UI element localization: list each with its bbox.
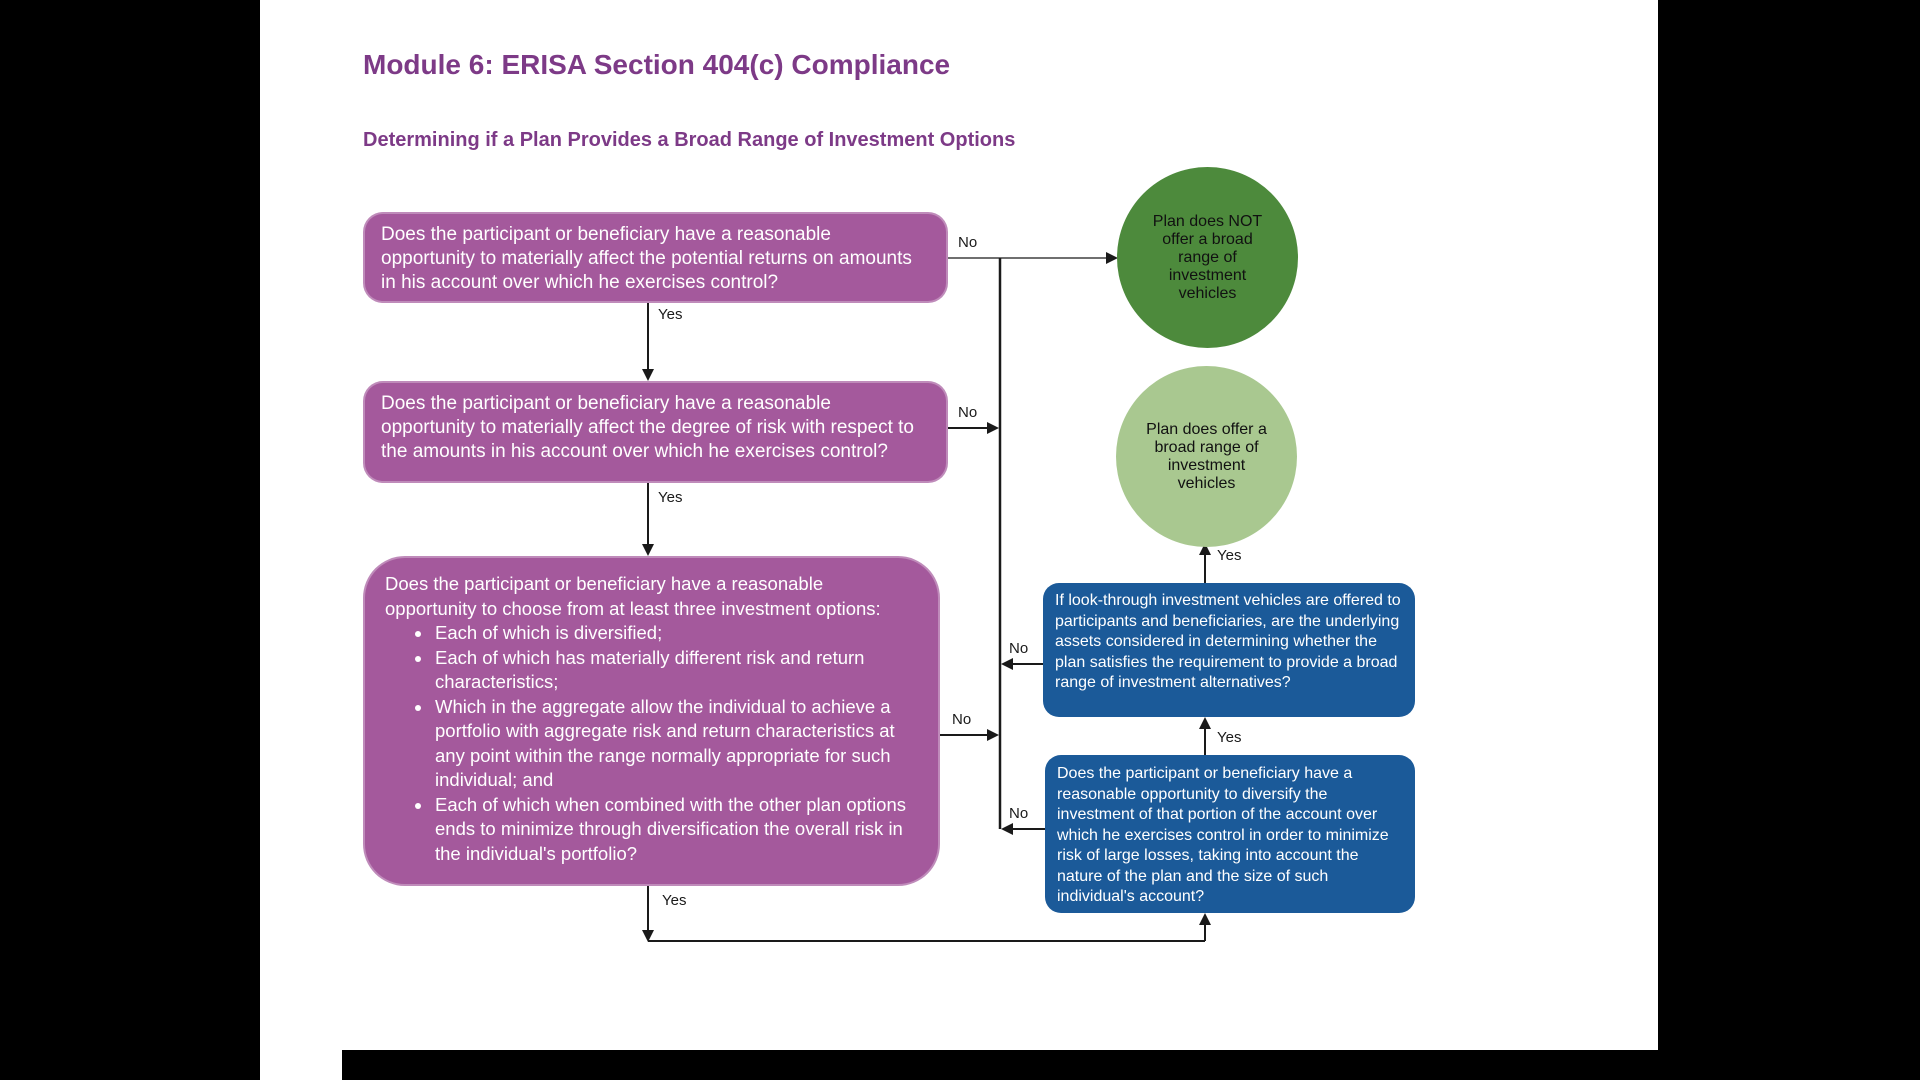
edge-label-d1-no: No <box>1009 640 1029 657</box>
edge-label-q1-no: No <box>958 234 978 251</box>
flow-node-d2-text: Does the participant or beneficiary have… <box>1057 765 1389 905</box>
flow-node-look-through-vehicles: If look-through investment vehicles are … <box>1043 583 1415 717</box>
slide-canvas: Module 6: ERISA Section 404(c) Complianc… <box>260 0 1658 1050</box>
flow-node-q3-bullet: Each of which has materially different r… <box>433 646 918 695</box>
flow-node-q1-text: Does the participant or beneficiary have… <box>381 224 912 293</box>
arrowhead-d2-yes <box>1199 717 1211 729</box>
flow-node-q3-intro: Does the participant or beneficiary have… <box>385 573 881 619</box>
flow-node-q2-degree-of-risk: Does the participant or beneficiary have… <box>363 381 948 483</box>
flowchart-connectors <box>642 252 1211 942</box>
arrowhead-q3-yes-elbow <box>642 930 654 942</box>
edge-label-d2-yes: Yes <box>1217 729 1242 746</box>
arrowhead-q2-yes <box>642 544 654 556</box>
flow-outcome-not-broad-range: Plan does NOT offer a broad range of inv… <box>1117 167 1298 348</box>
arrowhead-d2-no <box>1001 823 1013 835</box>
flow-node-d1-text: If look-through investment vehicles are … <box>1055 592 1401 691</box>
flow-node-q3-bullet: Each of which when combined with the oth… <box>433 793 918 867</box>
flow-node-q1-returns-control: Does the participant or beneficiary have… <box>363 212 948 303</box>
edge-label-q2-yes: Yes <box>658 489 683 506</box>
flow-outcome-positive-text: Plan does offer a broad range of investm… <box>1146 420 1267 492</box>
arrowhead-q2-no <box>987 422 999 434</box>
flow-node-diversify-investment: Does the participant or beneficiary have… <box>1045 755 1415 913</box>
flow-node-q3-three-options: Does the participant or beneficiary have… <box>363 556 940 886</box>
page-title: Module 6: ERISA Section 404(c) Complianc… <box>363 48 951 80</box>
flow-node-q2-text: Does the participant or beneficiary have… <box>381 393 914 462</box>
arrowhead-q3-yes <box>1199 913 1211 925</box>
flow-node-q3-bullet: Which in the aggregate allow the individ… <box>433 695 918 793</box>
flow-node-q3-bullet: Each of which is diversified; <box>433 621 918 646</box>
edge-label-d2-no: No <box>1009 805 1029 822</box>
page-subtitle: Determining if a Plan Provides a Broad R… <box>363 128 1016 151</box>
arrowhead-q3-no <box>987 729 999 741</box>
edge-label-q3-no: No <box>952 711 972 728</box>
flow-outcome-broad-range: Plan does offer a broad range of investm… <box>1116 366 1297 547</box>
edge-label-q3-yes: Yes <box>662 892 687 909</box>
arrowhead-d1-no <box>1001 658 1013 670</box>
flow-outcome-negative-text: Plan does NOT offer a broad range of inv… <box>1152 212 1263 302</box>
edge-label-d1-yes: Yes <box>1217 547 1242 564</box>
arrowhead-q1-yes <box>642 369 654 381</box>
slide-bottom-notch <box>260 1050 342 1080</box>
edge-label-q2-no: No <box>958 404 978 421</box>
edge-label-q1-yes: Yes <box>658 306 683 323</box>
flow-node-q3-bullet-list: Each of which is diversified; Each of wh… <box>385 621 918 866</box>
